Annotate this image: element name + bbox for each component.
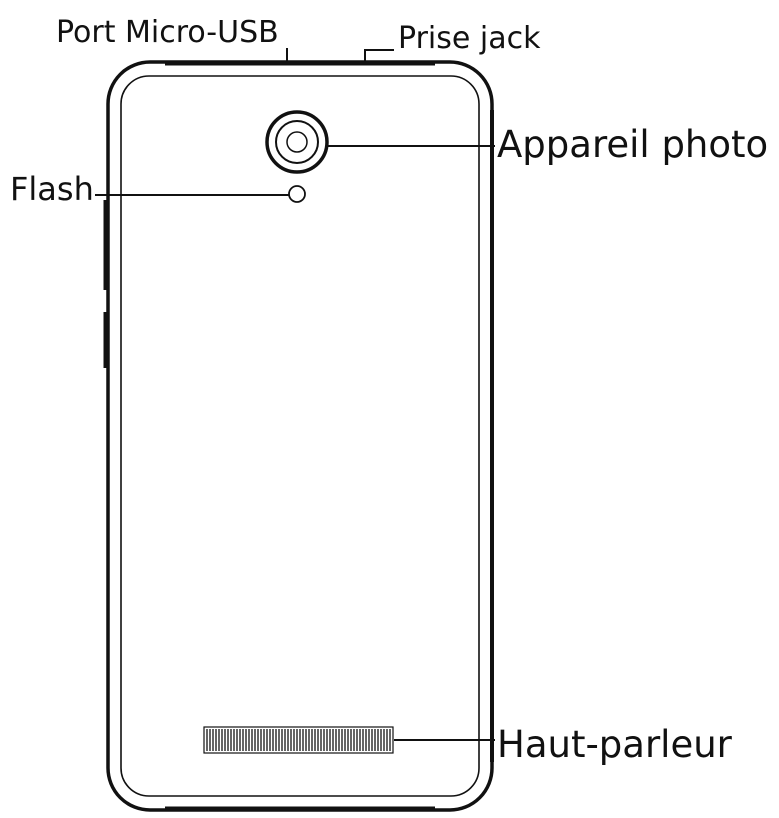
- speaker-label: Haut-parleur: [497, 723, 732, 766]
- camera-icon: [265, 110, 329, 174]
- jack-leader: [364, 49, 394, 63]
- flash-icon: [288, 185, 306, 203]
- camera-label: Appareil photo: [497, 123, 769, 166]
- phone-outer-shell: [106, 60, 494, 812]
- jack-label: Prise jack: [398, 21, 541, 56]
- flash-label: Flash: [10, 170, 94, 208]
- speaker-grille-icon: [203, 726, 394, 754]
- phone-inner-panel: [120, 75, 480, 797]
- micro-usb-label: Port Micro-USB: [56, 15, 279, 50]
